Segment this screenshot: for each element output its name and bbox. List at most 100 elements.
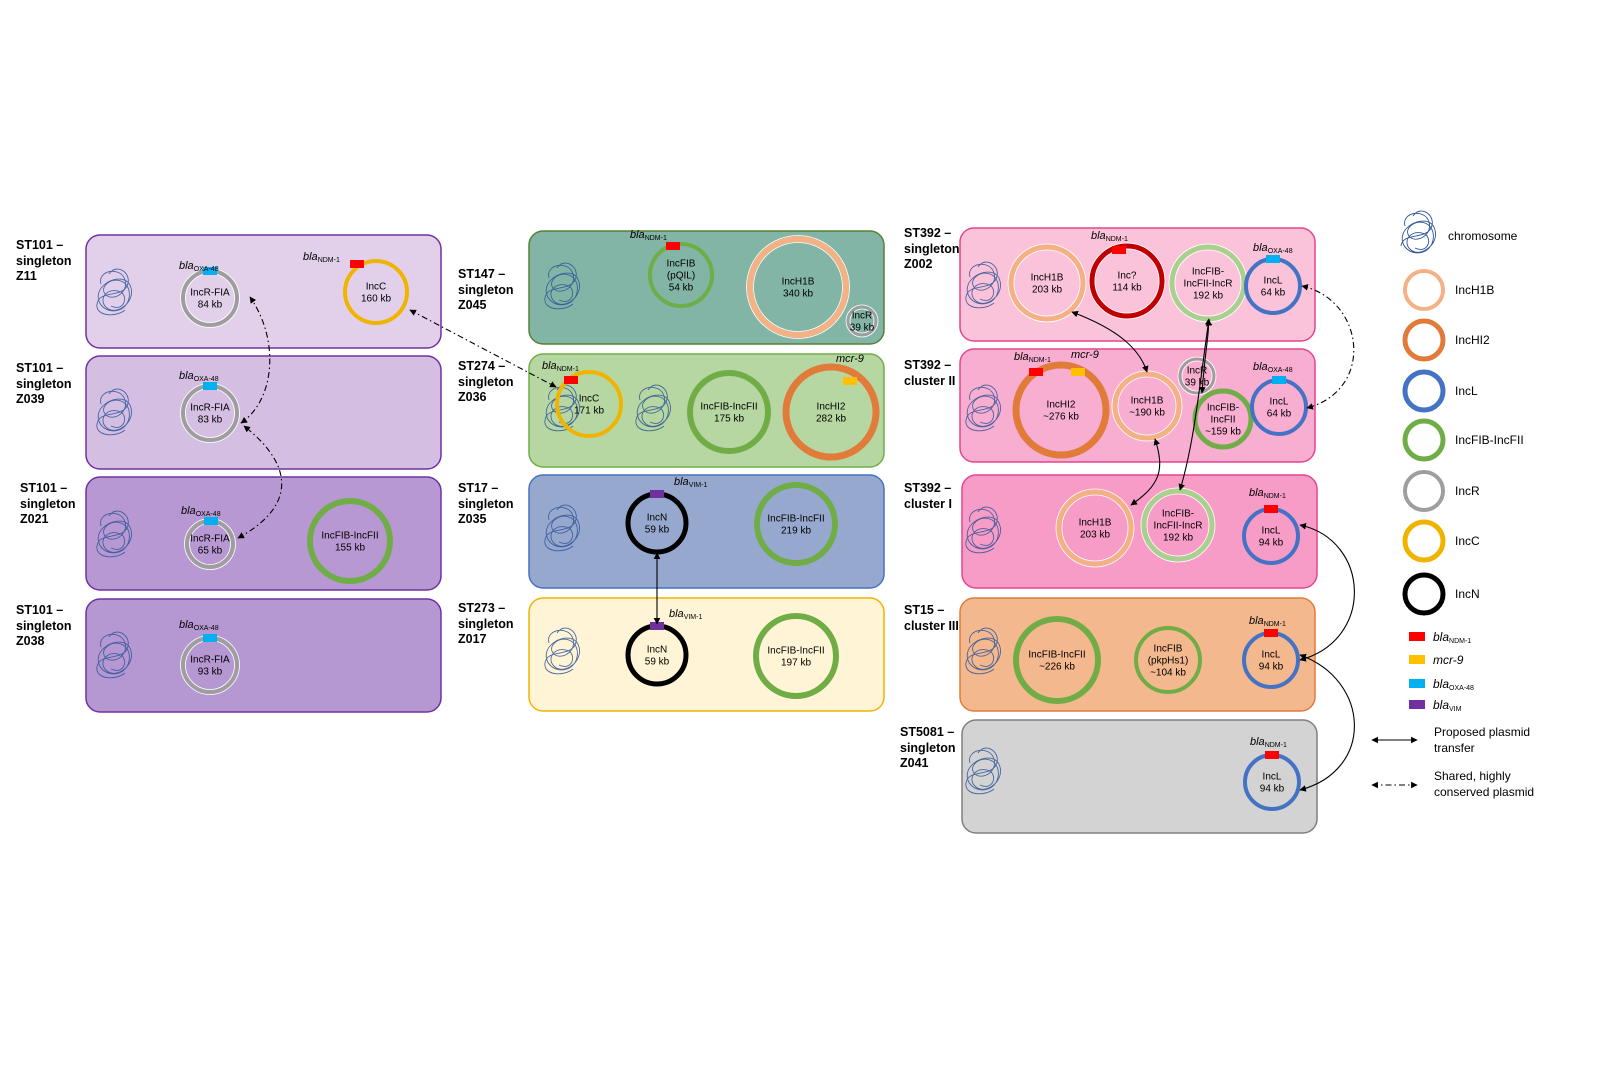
shared-plasmid-arrow xyxy=(240,296,271,424)
svg-text:IncC: IncC xyxy=(1455,534,1480,548)
chromosome-icon xyxy=(96,388,132,436)
gene-mark-blaoxa-48 xyxy=(1272,376,1286,384)
plasmid-label: ~159 kb xyxy=(1205,427,1241,438)
chromosome-icon xyxy=(544,504,580,552)
chromosome-icon xyxy=(965,747,1001,795)
plasmid-label: IncFIB- xyxy=(1192,267,1224,278)
panel-z11 xyxy=(85,234,442,349)
plasmid-label: 94 kb xyxy=(1259,538,1284,549)
gene-mark-blandm-1 xyxy=(1264,505,1278,513)
gene-mark-blaoxa-48 xyxy=(203,267,217,275)
legend-chromosome-label: chromosome xyxy=(1448,229,1518,243)
plasmid-label: IncFIB-IncFII xyxy=(767,646,824,657)
strain-label-st101-z021: ST101 – singleton Z021 xyxy=(20,481,76,526)
panel-z021 xyxy=(85,476,442,591)
svg-text:IncH1B: IncH1B xyxy=(1455,283,1494,297)
plasmid-label: 114 kb xyxy=(1112,283,1142,294)
chromosome-icon xyxy=(965,384,1001,432)
plasmid-label: IncC xyxy=(366,282,387,293)
plasmid-label: 340 kb xyxy=(783,289,813,300)
plasmid-label: 192 kb xyxy=(1163,533,1193,544)
svg-text:Proposed plasmid: Proposed plasmid xyxy=(1434,725,1530,739)
legend-gene-mcr-9: mcr-9 xyxy=(1409,653,1464,667)
gene-mark-mcr-9 xyxy=(843,377,857,385)
svg-text:blaVIM: blaVIM xyxy=(1433,698,1462,713)
plasmid-label: IncFII-IncR xyxy=(1184,279,1233,290)
gene-mark-blandm-1 xyxy=(564,376,578,384)
strain-label-st15-c3: ST15 – cluster III xyxy=(904,603,959,633)
plasmid-label: IncFIB-IncFII xyxy=(700,402,757,413)
plasmid-label: 203 kb xyxy=(1080,530,1110,541)
gene-label: blaOXA-48 xyxy=(179,619,219,632)
gene-label: blaNDM-1 xyxy=(1014,351,1051,364)
gene-label: blaOXA-48 xyxy=(1253,361,1293,374)
svg-text:blaNDM-1: blaNDM-1 xyxy=(1433,630,1471,645)
strain-label-st101-z038: ST101 – singleton Z038 xyxy=(16,603,72,648)
gene-label: mcr-9 xyxy=(1071,349,1099,361)
plasmid-label: IncN xyxy=(647,513,668,524)
plasmid-c2-hi2: IncHI2~276 kb xyxy=(1012,361,1110,459)
plasmid-label: 39 kb xyxy=(850,323,875,334)
plasmid-label: 197 kb xyxy=(781,658,811,669)
plasmid-label: IncR xyxy=(852,311,873,322)
gene-label: blaVIM-1 xyxy=(674,476,707,489)
chromosome-icon xyxy=(965,506,1001,554)
plasmid-label: IncHI2 xyxy=(817,402,846,413)
plasmid-label: Inc? xyxy=(1118,271,1137,282)
plasmid-label: ~226 kb xyxy=(1039,662,1075,673)
plasmid-label: IncR-FIA xyxy=(190,288,230,299)
gene-mark-blandm-1 xyxy=(350,260,364,268)
plasmid-label: IncH1B xyxy=(1131,396,1164,407)
plasmid-label: 282 kb xyxy=(816,414,846,425)
proposed-transfer-arrow xyxy=(1130,438,1161,506)
svg-text:IncHI2: IncHI2 xyxy=(1455,333,1490,347)
legend-ring-incn: IncN xyxy=(1402,572,1480,616)
svg-text:conserved plasmid: conserved plasmid xyxy=(1434,785,1534,799)
plasmid-label: IncFIB- xyxy=(1162,509,1194,520)
gene-label: blaVIM-1 xyxy=(669,608,702,621)
proposed-transfer-arrow xyxy=(1299,523,1355,662)
proposed-transfer-arrow xyxy=(1178,318,1212,491)
gene-label: blaNDM-1 xyxy=(1091,230,1128,243)
legend-gene-blaoxa-48: blaOXA-48 xyxy=(1409,677,1474,692)
gene-label: blaOXA-48 xyxy=(1253,242,1293,255)
plasmid-label: ~276 kb xyxy=(1043,412,1079,423)
svg-text:IncR: IncR xyxy=(1455,484,1480,498)
strain-label-st392-z002: ST392 – singleton Z002 xyxy=(904,226,960,271)
plasmid-label: IncL xyxy=(1262,526,1281,537)
chromosome-icon xyxy=(96,268,132,316)
plasmid-label: 54 kb xyxy=(669,283,694,294)
plasmid-label: IncN xyxy=(647,645,668,656)
chromosome-icon xyxy=(635,384,671,432)
legend-ring-incfib-incfii: IncFIB-IncFII xyxy=(1402,418,1524,462)
strain-label-st101-z039: ST101 – singleton Z039 xyxy=(16,361,72,406)
gene-mark-blandm-1 xyxy=(1029,368,1043,376)
gene-mark-blandm-1 xyxy=(1264,629,1278,637)
plasmid-label: 64 kb xyxy=(1267,409,1292,420)
plasmid-label: 65 kb xyxy=(198,546,223,557)
gene-mark-blaoxa-48 xyxy=(204,517,218,525)
shared-plasmid-arrow xyxy=(237,425,283,539)
chromosome-icon xyxy=(96,510,132,558)
panel-z038 xyxy=(85,598,442,713)
gene-label: blaNDM-1 xyxy=(1249,615,1286,628)
plasmid-label: 171 kb xyxy=(574,406,604,417)
gene-label: blaOXA-48 xyxy=(179,370,219,383)
plasmid-label: IncFII xyxy=(1210,415,1235,426)
plasmid-label: IncFIB-IncFII xyxy=(321,531,378,542)
plasmid-label: 59 kb xyxy=(645,525,670,536)
legend-ring-incl: IncL xyxy=(1402,369,1478,413)
legend-gene-blandm-1: blaNDM-1 xyxy=(1409,630,1471,645)
gene-label: blaNDM-1 xyxy=(303,251,340,264)
plasmid-label: IncFIB- xyxy=(1207,403,1239,414)
gene-mark-blandm-1 xyxy=(666,242,680,250)
plasmid-label: IncL xyxy=(1262,650,1281,661)
